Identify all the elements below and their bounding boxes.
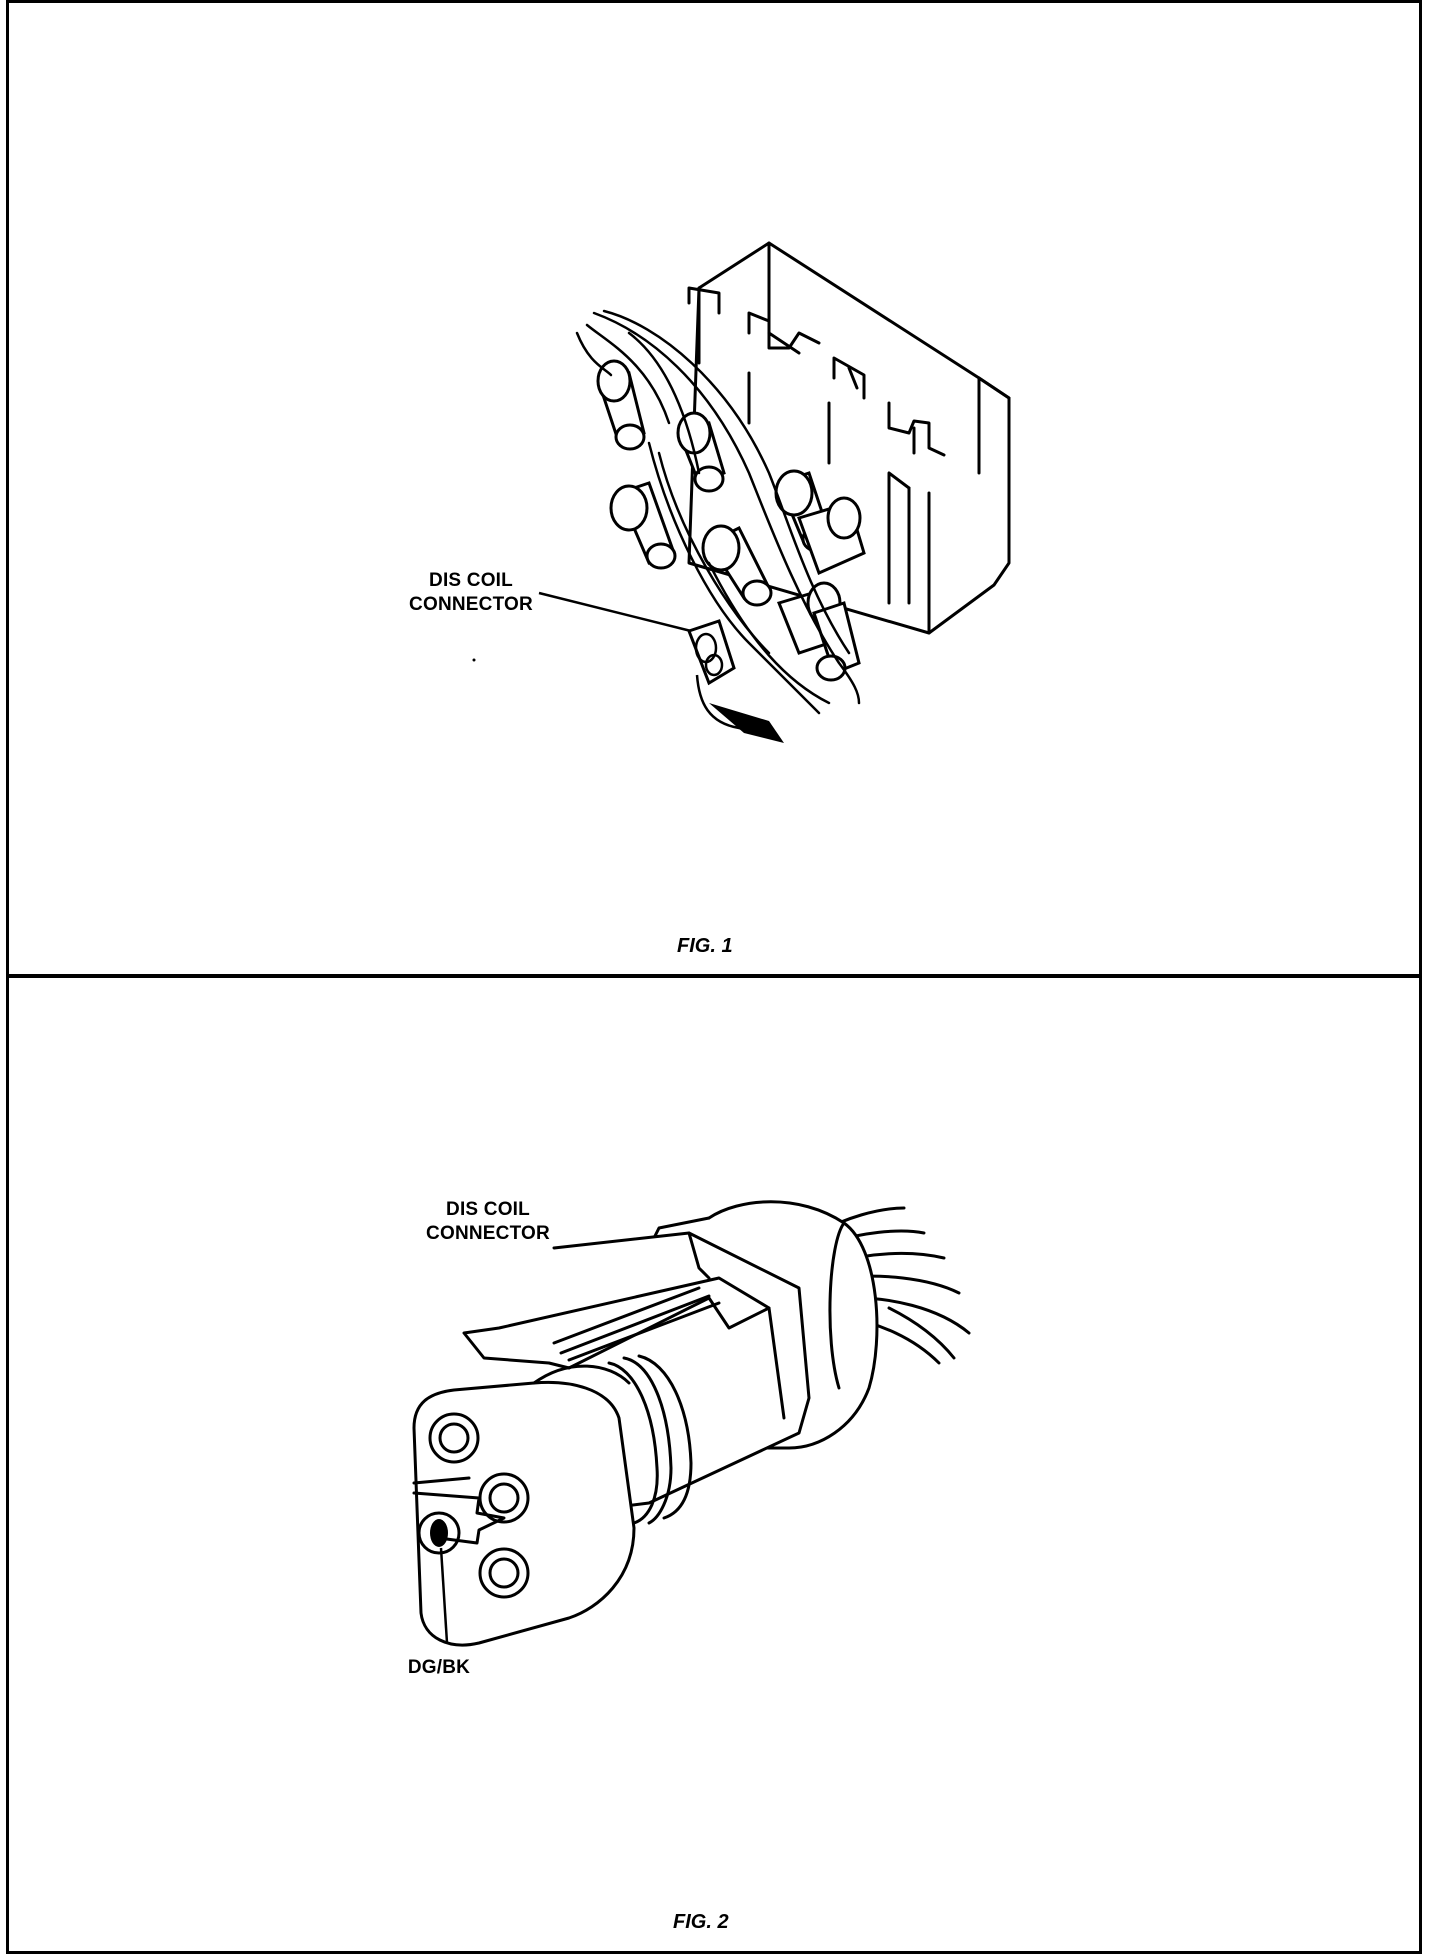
dis-coil-connector-label: DIS COIL CONNECTOR <box>391 569 551 617</box>
callout-line: DIS COIL <box>429 570 513 591</box>
figure-2-panel: DIS COIL CONNECTOR DG/BK FIG. 2 <box>6 975 1422 1954</box>
connector-leader-line <box>538 591 692 633</box>
callout-line: CONNECTOR <box>409 594 533 615</box>
figure-1-panel: DIS COIL CONNECTOR FIG. 1 <box>6 0 1422 976</box>
callout-line: CONNECTOR <box>426 1223 550 1244</box>
coil-boot <box>676 411 726 493</box>
callout-line: DG/BK <box>407 1657 471 1678</box>
wire-color-label: DG/BK <box>394 1656 484 1680</box>
coil-boot <box>596 359 646 451</box>
coil-boot <box>812 601 861 682</box>
coil-boot <box>701 524 773 607</box>
connector-closeup-illustration <box>412 1200 971 1647</box>
figure-1-caption: FIG. 1 <box>677 935 733 957</box>
coil-boot <box>609 481 677 570</box>
dg-bk-leader-line <box>439 1547 449 1644</box>
dis-coil-connector-label: DIS COIL CONNECTOR <box>404 1198 572 1246</box>
figure-2-caption: FIG. 2 <box>673 1911 729 1933</box>
dis-coil-connector-shape <box>687 619 784 743</box>
dg-bk-terminal <box>430 1519 448 1547</box>
coil-boot <box>797 496 866 576</box>
coil-pack-illustration <box>472 241 1011 743</box>
callout-line: DIS COIL <box>446 1199 530 1220</box>
